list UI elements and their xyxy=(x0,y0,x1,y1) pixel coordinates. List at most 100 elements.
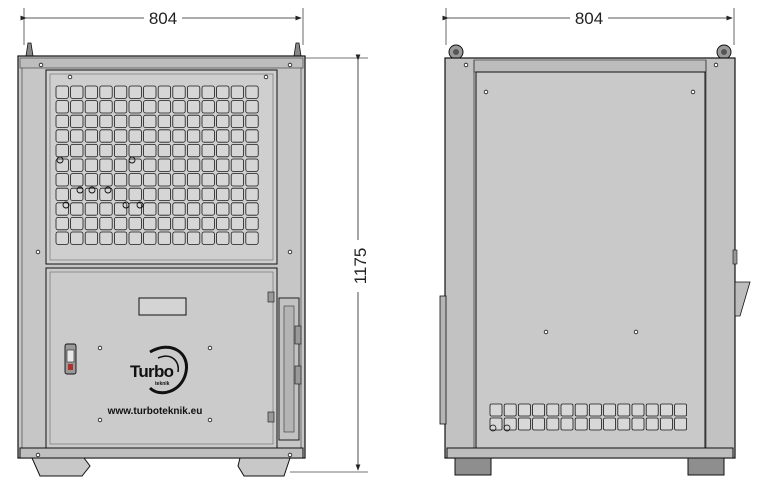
grille-cell xyxy=(157,143,171,158)
grille-cell xyxy=(143,231,157,245)
vent-cell xyxy=(645,417,659,431)
grille-cell xyxy=(230,202,244,216)
grille-cell xyxy=(157,158,171,172)
front-foot-right xyxy=(237,457,291,477)
grille-cell xyxy=(99,173,113,187)
grille-cell xyxy=(55,100,69,114)
grille-cell xyxy=(70,100,84,114)
vent-cell xyxy=(560,403,574,417)
vent-cell xyxy=(645,403,659,417)
grille-cell xyxy=(143,100,157,114)
grille-cell xyxy=(114,173,128,187)
grille-cell xyxy=(157,100,171,114)
vent-cell xyxy=(660,417,673,431)
grille-cell xyxy=(216,173,230,187)
grille-cell xyxy=(230,158,244,172)
grille-cell xyxy=(143,173,157,187)
vent-cell xyxy=(546,417,560,431)
grille-cell xyxy=(245,187,259,201)
grille-cell xyxy=(143,114,157,128)
grille-cell xyxy=(245,114,259,128)
grille-cell xyxy=(230,85,244,99)
front-height-label: 1175 xyxy=(351,248,370,285)
logo-word: Turbo xyxy=(130,362,174,381)
grille-cell xyxy=(186,85,201,99)
grille-cell xyxy=(216,231,230,245)
grille-cell xyxy=(55,85,69,99)
grille-cell xyxy=(55,173,69,187)
grille-cell xyxy=(157,85,171,99)
grille-cell xyxy=(114,158,128,172)
grille-cell xyxy=(128,202,142,216)
grille-cell xyxy=(99,85,113,99)
vent-cell xyxy=(532,417,545,431)
grille-cell xyxy=(55,231,69,245)
grille-cell xyxy=(55,158,69,172)
grille-cell xyxy=(245,216,259,231)
grille-cell xyxy=(70,187,84,201)
grille-cell xyxy=(114,114,128,128)
vent-cell xyxy=(617,403,631,417)
grille-cell xyxy=(245,129,259,143)
grille-cell xyxy=(216,202,230,216)
front-width-label: 804 xyxy=(149,9,177,28)
vent-cell xyxy=(560,417,574,431)
grille-cell xyxy=(230,187,244,201)
grille-cell xyxy=(114,187,128,201)
grille-cell xyxy=(245,100,259,114)
grille-cell xyxy=(216,85,230,99)
grille-cell xyxy=(172,85,186,99)
vent-cell xyxy=(518,417,531,431)
grille-cell xyxy=(216,100,230,114)
grille-cell xyxy=(157,231,171,245)
grille-cell xyxy=(186,216,201,231)
grille-cell xyxy=(114,231,128,245)
grille-cell xyxy=(143,85,157,99)
grille-cell xyxy=(55,202,69,216)
vent-cell xyxy=(574,417,588,431)
grille-cell xyxy=(114,129,128,143)
front-height-dimension: 1175 xyxy=(290,54,370,473)
grille-cell xyxy=(172,143,186,158)
grille-cell xyxy=(201,187,215,201)
grille-cell xyxy=(70,85,84,99)
grille-cell xyxy=(70,231,84,245)
grille-cell xyxy=(114,100,128,114)
grille-cell xyxy=(172,231,186,245)
grille-cell xyxy=(70,216,84,231)
turbo-logo: Turbo teknik xyxy=(130,345,188,395)
side-width-dimension: 804 xyxy=(442,8,735,45)
grille-cell xyxy=(114,202,128,216)
grille-cell xyxy=(55,129,69,143)
grille-cell xyxy=(143,216,157,231)
grille-cell xyxy=(70,129,84,143)
grille-cell xyxy=(186,158,201,172)
grille-cell xyxy=(84,173,98,187)
grille-cell xyxy=(172,173,186,187)
front-view: 804 1175 xyxy=(17,8,370,477)
front-door-panel xyxy=(45,267,278,449)
side-screws xyxy=(463,62,719,335)
grille-cell xyxy=(201,231,215,245)
grille-cell xyxy=(84,100,98,114)
side-foot-right xyxy=(687,457,725,476)
grille-cell xyxy=(99,187,113,201)
grille-cell xyxy=(186,129,201,143)
grille-cell xyxy=(143,143,157,158)
grille-cell xyxy=(157,216,171,231)
grille-cell xyxy=(230,231,244,245)
grille-cell xyxy=(230,114,244,128)
vent-cell xyxy=(518,403,531,417)
grille-cell xyxy=(201,158,215,172)
grille-cell xyxy=(245,231,259,245)
grille-cell xyxy=(201,143,215,158)
vent-cell xyxy=(631,417,645,431)
grille-cell xyxy=(128,129,142,143)
vent-cell xyxy=(589,417,602,431)
grille-cell xyxy=(230,216,244,231)
grille-cell xyxy=(99,129,113,143)
grille-cell xyxy=(128,231,142,245)
grille-cell xyxy=(99,158,113,172)
vent-cell xyxy=(503,417,517,431)
